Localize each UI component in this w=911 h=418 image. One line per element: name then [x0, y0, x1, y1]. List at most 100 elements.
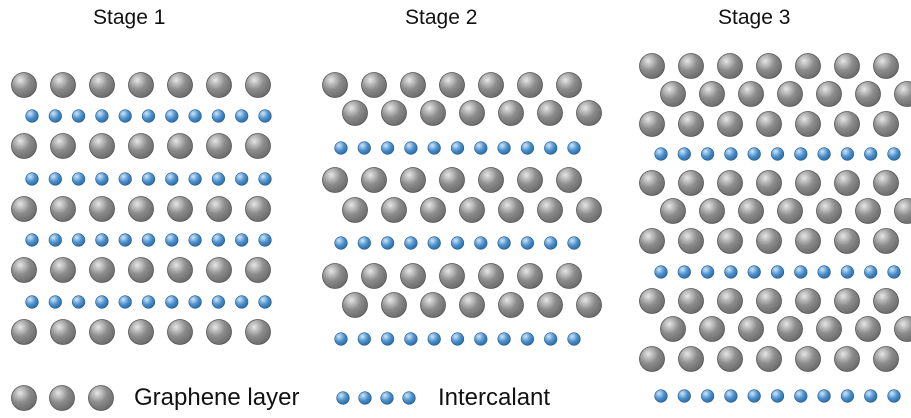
stage-3-graphene-atom	[796, 289, 821, 314]
stage-3-graphene-atom	[679, 347, 704, 372]
stage-3-graphene-atom	[895, 199, 911, 224]
stage-3-intercalant-atom	[678, 148, 691, 161]
stage-3-graphene-atom	[718, 54, 743, 79]
stage-1-intercalant-atom	[49, 173, 62, 186]
stage-1-graphene-atom	[207, 320, 232, 345]
stage-1-intercalant-atom	[235, 110, 248, 123]
stage-3-intercalant-atom	[795, 148, 808, 161]
stage-2-graphene-atom	[343, 293, 368, 318]
stage-2-graphene-atom	[479, 73, 504, 98]
stage-3-title: Stage 3	[718, 6, 790, 30]
stage-1-intercalant-atom	[142, 234, 155, 247]
stage-1-graphene-atom	[129, 197, 154, 222]
stage-1-graphene-atom	[90, 320, 115, 345]
stage-2-intercalant-atom	[451, 237, 464, 250]
stage-1-intercalant-atom	[166, 296, 179, 309]
stage-2-intercalant-atom	[428, 333, 441, 346]
stage-3-graphene-atom	[757, 229, 782, 254]
legend-intercalant-swatch	[359, 392, 372, 405]
stage-1-intercalant-atom	[72, 110, 85, 123]
stage-3-graphene-atom	[739, 82, 764, 107]
stage-3-intercalant-atom	[864, 148, 877, 161]
stage-1-intercalant-atom	[26, 110, 39, 123]
stage-2-graphene-atom	[382, 101, 407, 126]
stage-2-intercalant-atom	[451, 333, 464, 346]
stage-3-graphene-atom	[796, 112, 821, 137]
stage-1-graphene-atom	[51, 258, 76, 283]
stage-1-graphene-atom	[207, 134, 232, 159]
stage-1-intercalant-atom	[212, 173, 225, 186]
stage-1-intercalant-atom	[259, 296, 272, 309]
stage-2-graphene-atom	[401, 168, 426, 193]
stage-2-intercalant-atom	[475, 237, 488, 250]
stage-3-intercalant-atom	[655, 266, 668, 279]
stage-1-graphene-atom	[12, 197, 37, 222]
stage-3-graphene-atom	[835, 112, 860, 137]
stage-3-graphene-atom	[817, 317, 842, 342]
stage-3-intercalant-atom	[888, 266, 901, 279]
stage-1-graphene-atom	[129, 320, 154, 345]
stage-1-intercalant-atom	[235, 296, 248, 309]
stage-2-graphene-atom	[479, 168, 504, 193]
stage-3-graphene-atom	[679, 54, 704, 79]
stage-1-intercalant-atom	[49, 110, 62, 123]
stage-1-intercalant-atom	[259, 173, 272, 186]
stage-3-graphene-atom	[640, 112, 665, 137]
stage-1-graphene-atom	[168, 197, 193, 222]
legend-intercalant-label: Intercalant	[438, 384, 550, 412]
legend-graphene-swatch	[50, 386, 75, 411]
stage-2-graphene-atom	[440, 264, 465, 289]
stage-3-graphene-atom	[679, 112, 704, 137]
stage-2-intercalant-atom	[544, 142, 557, 155]
stage-1-graphene-atom	[207, 73, 232, 98]
stage-1-intercalant-atom	[119, 234, 132, 247]
stage-3-graphene-atom	[757, 347, 782, 372]
stage-3-graphene-atom	[796, 347, 821, 372]
stage-3-intercalant-atom	[701, 266, 714, 279]
stage-1-intercalant-atom	[72, 173, 85, 186]
stage-3-graphene-atom	[856, 317, 881, 342]
stage-3-graphene-atom	[757, 54, 782, 79]
stage-2-intercalant-atom	[451, 142, 464, 155]
stage-2-graphene-atom	[343, 198, 368, 223]
stage-3-graphene-atom	[700, 317, 725, 342]
stage-3-intercalant-atom	[678, 390, 691, 403]
stage-3-intercalant-atom	[725, 148, 738, 161]
stage-1-graphene-atom	[246, 134, 271, 159]
stage-2-intercalant-atom	[498, 333, 511, 346]
stage-3-graphene-atom	[796, 54, 821, 79]
stage-2-intercalant-atom	[521, 333, 534, 346]
stage-1-intercalant-atom	[189, 110, 202, 123]
stage-2-graphene-atom	[401, 73, 426, 98]
stage-2-graphene-atom	[538, 198, 563, 223]
stage-2-graphene-atom	[460, 198, 485, 223]
stage-3-graphene-atom	[874, 112, 899, 137]
stage-2-graphene-atom	[557, 264, 582, 289]
legend-intercalant-swatch	[337, 392, 350, 405]
stage-3-graphene-atom	[718, 171, 743, 196]
stage-2-graphene-atom	[323, 168, 348, 193]
stage-2-graphene-atom	[538, 293, 563, 318]
stage-3-intercalant-atom	[678, 266, 691, 279]
stage-3-graphene-atom	[640, 171, 665, 196]
stage-1-graphene-atom	[51, 320, 76, 345]
stage-2-intercalant-atom	[544, 333, 557, 346]
stage-2-intercalant-atom	[381, 237, 394, 250]
stage-1-intercalant-atom	[96, 110, 109, 123]
stage-3-graphene-atom	[874, 347, 899, 372]
stage-1-intercalant-atom	[72, 234, 85, 247]
stage-2-graphene-atom	[323, 264, 348, 289]
stage-1-intercalant-atom	[119, 110, 132, 123]
stage-1-title: Stage 1	[93, 6, 165, 30]
stage-3-intercalant-atom	[864, 390, 877, 403]
stage-1-intercalant-atom	[166, 173, 179, 186]
stage-2-graphene-atom	[479, 264, 504, 289]
stage-3-intercalant-atom	[818, 266, 831, 279]
legend-intercalant-swatch	[381, 392, 394, 405]
stage-3-graphene-atom	[874, 54, 899, 79]
stage-3-graphene-atom	[874, 171, 899, 196]
stage-3-intercalant-atom	[771, 148, 784, 161]
stage-3-graphene-atom	[835, 54, 860, 79]
stage-1-graphene-atom	[12, 73, 37, 98]
